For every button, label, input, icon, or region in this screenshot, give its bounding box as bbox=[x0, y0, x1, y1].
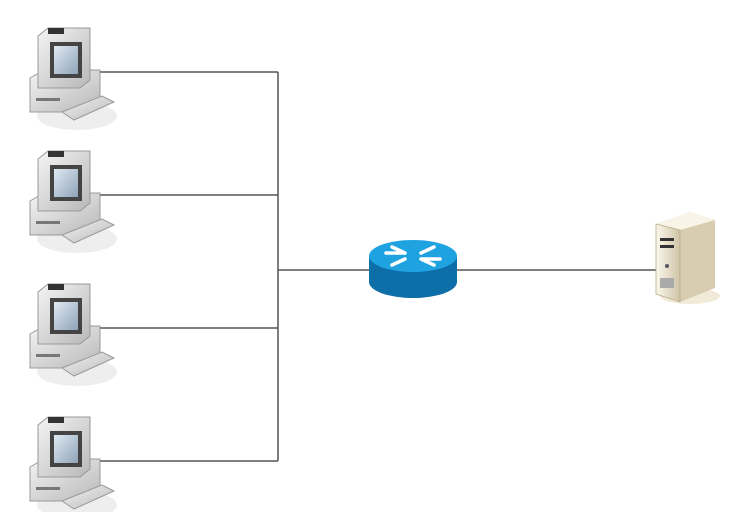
tower-server-icon bbox=[655, 212, 720, 304]
desktop-computer-icon bbox=[29, 283, 118, 387]
connection-lines bbox=[95, 71, 660, 462]
desktop-computer-icon bbox=[29, 416, 118, 512]
router-icon bbox=[369, 240, 457, 298]
desktop-computer-icon bbox=[29, 150, 118, 254]
desktop-computer-icon bbox=[29, 27, 118, 131]
